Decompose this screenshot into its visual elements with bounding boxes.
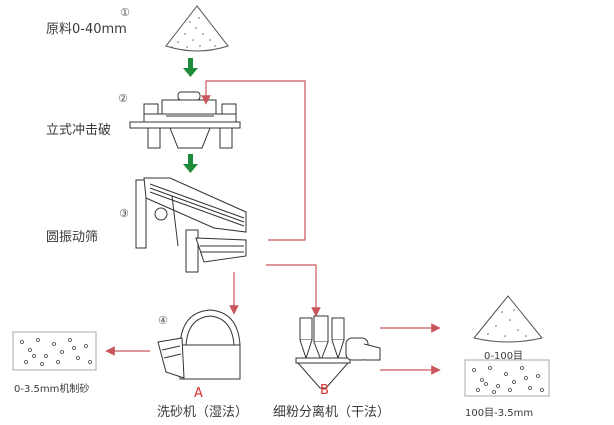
screen-label: 圆振动筛 — [46, 230, 99, 245]
raw-material-cone-icon — [165, 5, 229, 52]
step-number-1: ① — [120, 6, 130, 19]
separator-label: 细粉分离机（干法） — [273, 405, 391, 420]
vibrating-screen-icon — [135, 177, 247, 273]
crusher-label: 立式冲击破 — [46, 123, 112, 138]
branch-letter-b: B — [320, 383, 329, 398]
step-number-2: ② — [118, 92, 128, 105]
sand-output-box-icon — [12, 331, 97, 371]
sand-output-box-icon — [464, 359, 550, 397]
output-label-fine-powder: 0-100目 — [484, 351, 524, 362]
fine-powder-separator-icon — [295, 315, 381, 389]
output-label-machine-sand: 0-3.5mm机制砂 — [14, 384, 90, 395]
sand-washer-icon — [157, 309, 241, 380]
return-oversize-line — [201, 80, 306, 241]
sand-washer-label: 洗砂机（湿法） — [157, 405, 249, 420]
flow-line-to-b — [266, 264, 321, 317]
flow-arrow-icon — [183, 154, 198, 173]
branch-letter-a: A — [194, 386, 203, 401]
step-number-3: ③ — [119, 207, 129, 220]
output-label-coarse-sand: 100目-3.5mm — [465, 408, 534, 419]
flow-arrow-icon — [183, 58, 198, 77]
powder-output-cone-icon — [473, 295, 543, 343]
step-number-4: ④ — [158, 314, 168, 327]
raw-material-label: 原料0-40mm — [46, 22, 127, 37]
vertical-impact-crusher-icon — [129, 91, 241, 149]
